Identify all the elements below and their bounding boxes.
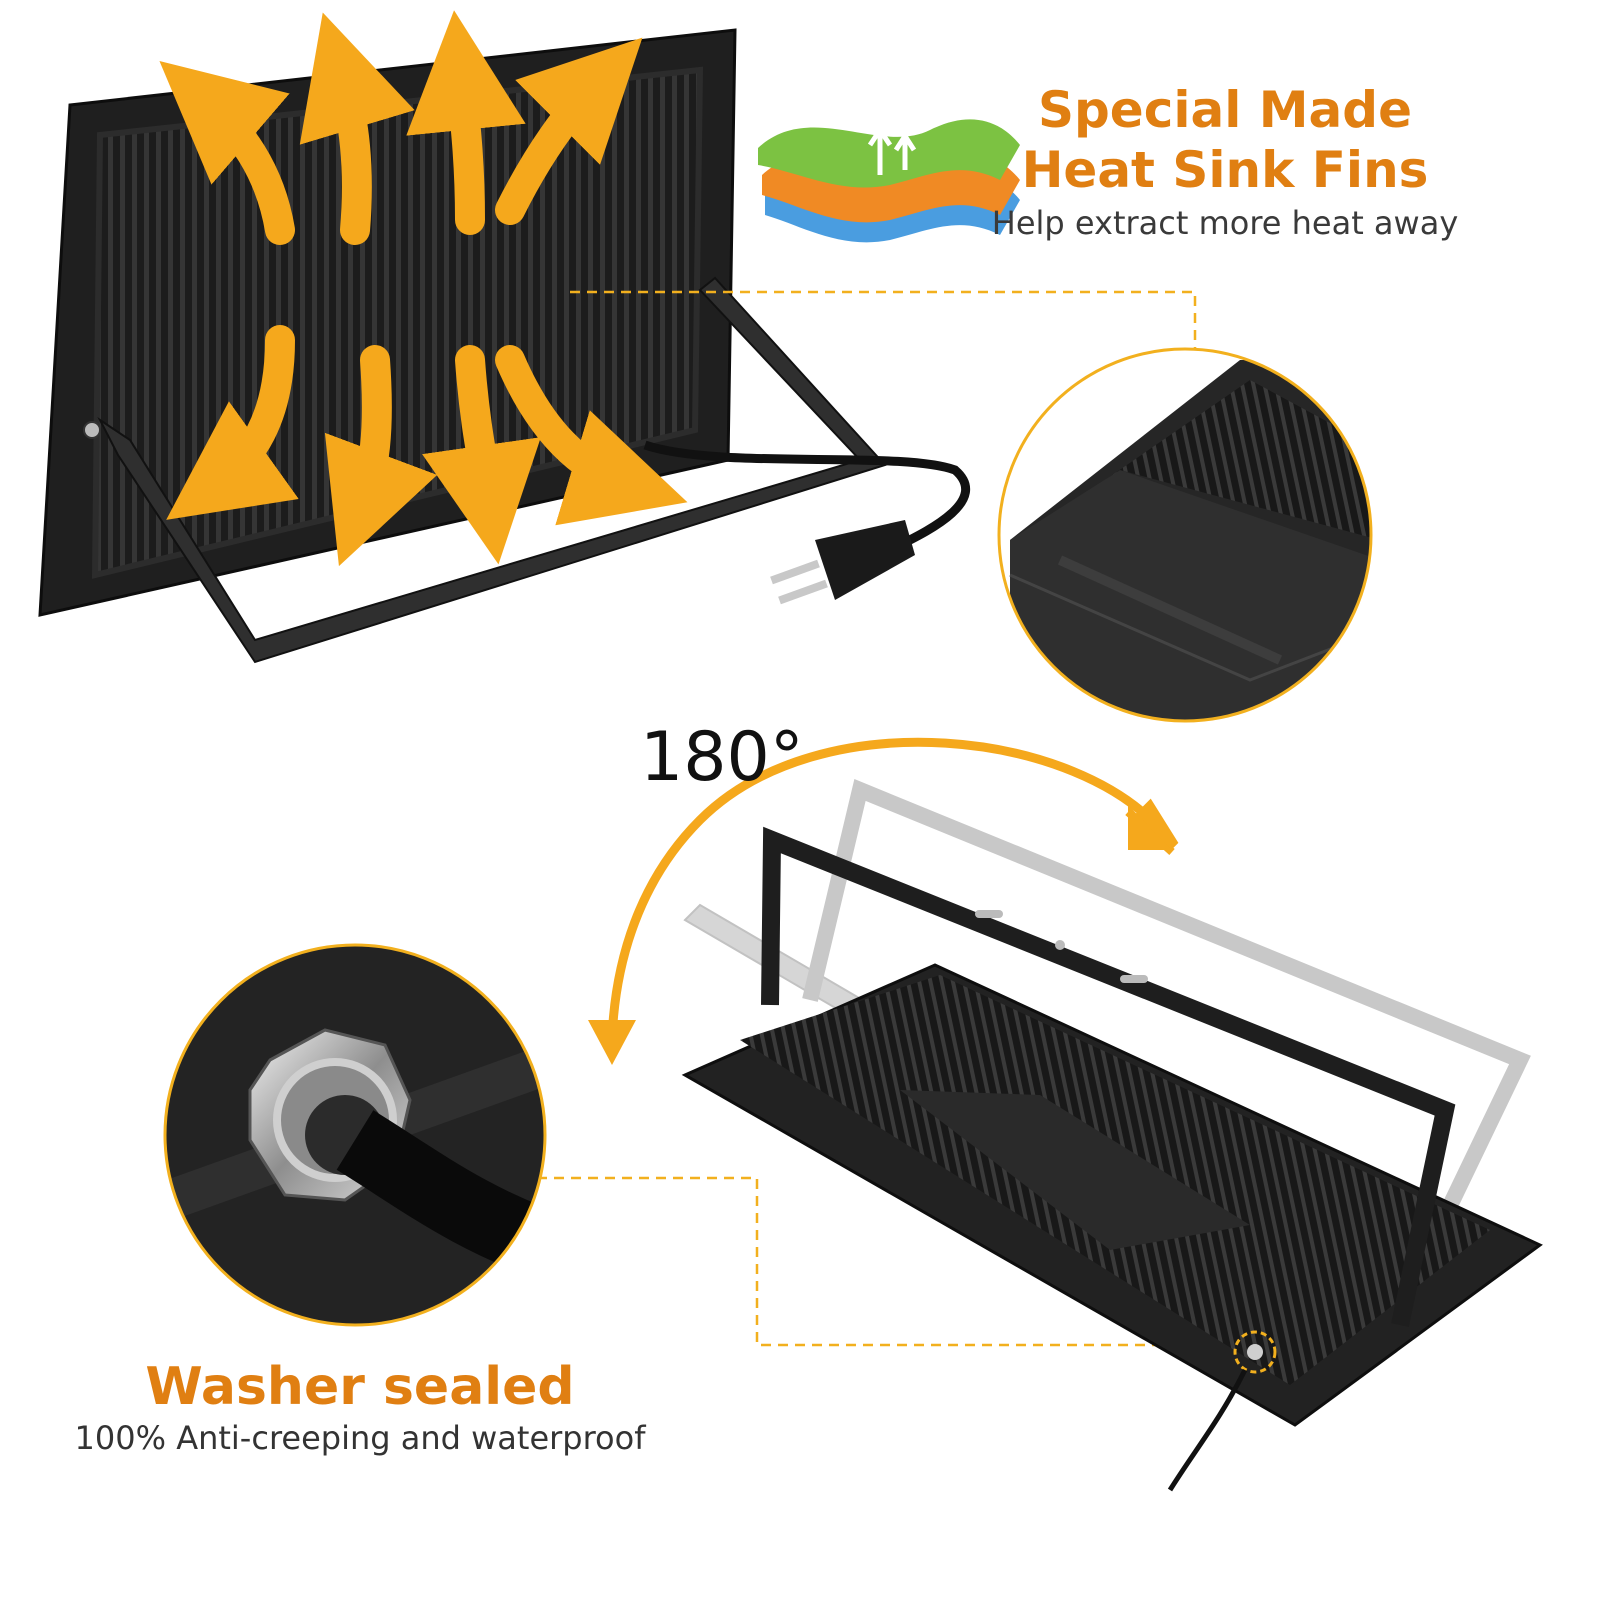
heat-sink-title-line2: Heat Sink Fins <box>1021 141 1429 199</box>
rotation-arrow-icon <box>607 737 1169 1041</box>
heat-sink-zoom-circle <box>997 347 1373 723</box>
washer-title: Washer sealed <box>145 1357 575 1417</box>
washer-zoom-circle <box>163 943 547 1327</box>
rotation-angle-label: 180° <box>640 718 804 797</box>
layered-heat-dissipation-icon <box>758 119 1020 243</box>
floodlight-back-view <box>38 28 971 664</box>
guide-lines <box>537 290 1240 1347</box>
washer-subtitle: 100% Anti-creeping and waterproof <box>74 1419 646 1457</box>
heat-sink-title-line1: Special Made <box>1038 81 1412 139</box>
heat-sink-subtitle: Help extract more heat away <box>991 204 1459 242</box>
heat-flow-arrow-icon <box>159 10 688 567</box>
floodlight-bracket-rotation <box>681 779 1543 1492</box>
